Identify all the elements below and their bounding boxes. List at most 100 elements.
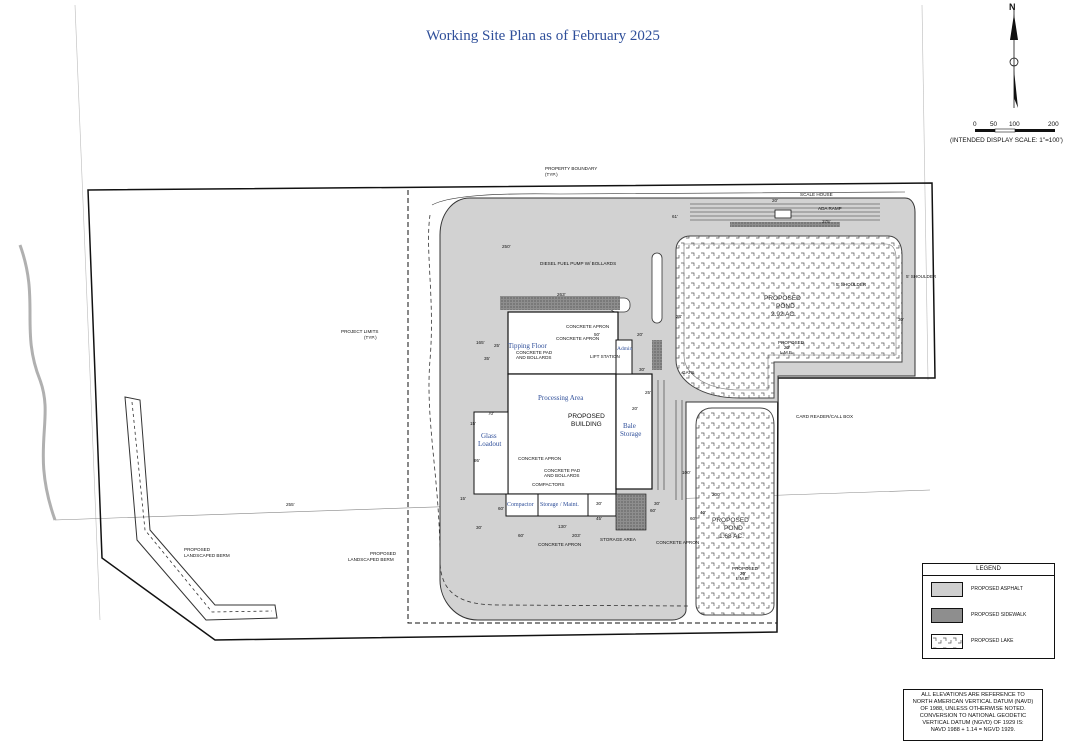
- legend-item-lake: PROPOSED LAKE: [931, 634, 1051, 650]
- scale-tick-0: 0: [973, 121, 977, 128]
- storage-area-pad: [615, 493, 647, 531]
- dimension-label: 95': [474, 458, 480, 463]
- concrete-apron-north: [500, 296, 620, 310]
- berm-label-2a: PROPOSED: [370, 551, 397, 556]
- storage-area-label: STORAGE AREA: [600, 537, 637, 542]
- asphalt-swatch-icon: [931, 582, 963, 597]
- datum-notes-box: ALL ELEVATIONS ARE REFERENCE TO NORTH AM…: [903, 689, 1043, 741]
- legend-box: LEGEND PROPOSED ASPHALT PROPOSED SIDEWAL…: [922, 563, 1055, 659]
- note-line: NAVD 1988 + 1.14 = NGVD 1929.: [930, 727, 1016, 733]
- grid-line: [74, 4, 101, 621]
- admin-room: [615, 339, 633, 375]
- diesel-pump-label: DIESEL FUEL PUMP W/ BOLLARDS: [540, 261, 616, 266]
- dimension-label: 30': [639, 367, 645, 372]
- property-boundary-typ-label: (TYP.): [545, 172, 558, 177]
- page-title: Working Site Plan as of February 2025: [426, 28, 660, 44]
- north-letter: N: [1009, 2, 1016, 12]
- dimension-label: 203': [572, 533, 581, 538]
- dimension-label: 61': [672, 214, 678, 219]
- dimension-label: 35': [484, 356, 490, 361]
- dimension-label: 30': [654, 501, 660, 506]
- sidewalk-swatch-icon: [931, 608, 963, 623]
- admin-label: Admin: [617, 346, 633, 352]
- legend-item-asphalt: PROPOSED ASPHALT: [931, 582, 1051, 598]
- proposed-building-label-1: PROPOSED: [568, 413, 605, 420]
- glass-loadout-label-2: Loadout: [478, 440, 501, 448]
- shoulder-label-east: 5' SHOULDER: [906, 274, 937, 279]
- scale-note: (INTENDED DISPLAY SCALE: 1"=100'): [950, 137, 1063, 144]
- glass-loadout-room: [473, 411, 509, 495]
- lme-label-2b: 20': [740, 571, 746, 576]
- adjacent-creek-line: [18, 244, 57, 521]
- legend-title: LEGEND: [923, 564, 1054, 576]
- dimension-label: 45': [596, 516, 602, 521]
- berm-label-2b: LANDSCAPED BERM: [348, 557, 394, 562]
- dimension-label: 60': [498, 506, 504, 511]
- scale-bar: [975, 128, 1055, 133]
- bale-storage-label-2: Storage: [620, 430, 641, 438]
- dimension-label: 25': [494, 343, 500, 348]
- storage-maint-label: Storage / Maint.: [540, 502, 579, 508]
- perimeter-drive-line: [428, 214, 691, 607]
- scale-tick-50: 50: [990, 121, 998, 128]
- legend-item-sidewalk: PROPOSED SIDEWALK: [931, 608, 1051, 624]
- pond-south-label-2: POND: [724, 525, 743, 532]
- lme-label-2c: L.M.E.: [736, 576, 749, 581]
- scale-tick-200: 200: [1048, 121, 1059, 128]
- dimension-label: 255': [286, 502, 295, 507]
- dimension-label: 15': [470, 421, 476, 426]
- dimension-label: 30': [898, 317, 904, 322]
- note-line: VERTICAL DATUM (NGVD) OF 1929 IS:: [922, 720, 1024, 726]
- property-boundary-label: PROPERTY BOUNDARY: [545, 166, 597, 171]
- dimension-label: 25': [645, 390, 651, 395]
- dimension-label: 30': [596, 501, 602, 506]
- concrete-pad-label-1b: AND BOLLARDS: [516, 355, 552, 360]
- sidewalk-scale-house: [730, 222, 840, 227]
- concrete-pad-label-2b: AND BOLLARDS: [544, 473, 580, 478]
- storage-area-room: [587, 493, 617, 517]
- pond-north-label-1: PROPOSED: [764, 295, 801, 302]
- berm-flow-line: [131, 401, 273, 613]
- project-limits-typ-label: (TYP.): [364, 335, 377, 340]
- lake-swatch-icon: [931, 634, 963, 649]
- dimension-label: 100': [682, 470, 691, 475]
- pond-south-label-1: PROPOSED: [712, 517, 749, 524]
- lift-station-label: LIFT STATION: [590, 354, 620, 359]
- dimension-label: 30': [476, 525, 482, 530]
- dimension-label: 24': [676, 314, 682, 319]
- concrete-apron-label-5: CONCRETE APRON: [656, 540, 699, 545]
- landscaped-berm-west: [124, 396, 278, 621]
- project-limits-label: PROJECT LIMITS: [341, 329, 378, 334]
- scale-house-label: SCALE HOUSE: [800, 192, 833, 197]
- glass-loadout-label-1: Glass: [481, 432, 497, 440]
- dimension-label: 60': [650, 508, 656, 513]
- dimension-label: 130': [558, 524, 567, 529]
- note-line: OF 1988, UNLESS OTHERWISE NOTED.: [920, 706, 1026, 712]
- concrete-apron-label-4: CONCRETE APRON: [538, 542, 581, 547]
- dimension-label: 70': [488, 411, 494, 416]
- berm-label-1a: PROPOSED: [184, 547, 211, 552]
- proposed-pond-south: [695, 407, 775, 616]
- grid-line: [921, 4, 929, 381]
- dimension-label: 263': [557, 292, 566, 297]
- legend-label: PROPOSED ASPHALT: [971, 586, 1023, 592]
- proposed-pond-north: [675, 235, 903, 399]
- concrete-apron-label-1: CONCRETE APRON: [566, 324, 609, 329]
- parking-stalls: [657, 380, 687, 600]
- bale-storage-room: [615, 373, 653, 490]
- berm-label-1b: LANDSCAPED BERM: [184, 553, 230, 558]
- card-reader-label: CARD READER/CALL BOX: [796, 414, 853, 419]
- dimension-label: 375': [822, 219, 831, 224]
- dimension-label: 50': [594, 332, 600, 337]
- property-boundary: [87, 182, 936, 641]
- ada-ramp-label: ADA RAMP: [818, 206, 842, 211]
- lift-station-pad: [652, 340, 662, 370]
- dimension-label: 250': [502, 244, 511, 249]
- note-line: NORTH AMERICAN VERTICAL DATUM (NAVD): [912, 699, 1034, 705]
- pond-north-label-3: 2.92 AC.: [771, 311, 796, 318]
- tipping-floor-room: [507, 311, 619, 375]
- dimension-label: 200': [712, 492, 721, 497]
- concrete-pad-label-1a: CONCRETE PAD: [516, 350, 553, 355]
- processing-area-label: Processing Area: [538, 394, 584, 402]
